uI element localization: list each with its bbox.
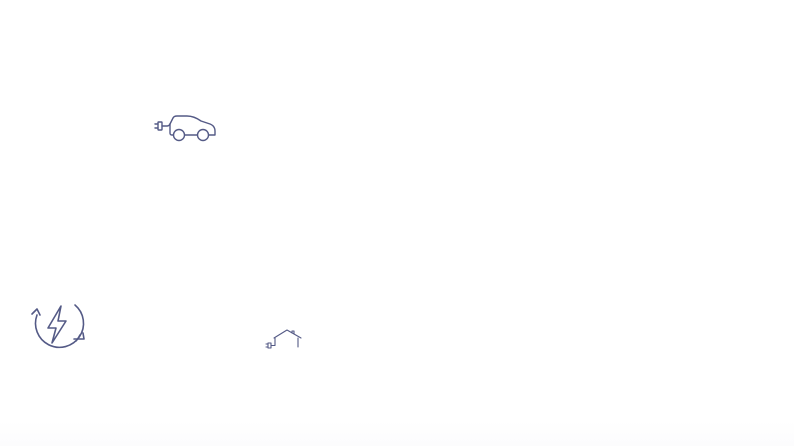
home-charging-plug-icon [265,327,305,351]
electric-car-plug-icon [154,113,218,143]
renewable-energy-cycle-icon [28,297,88,353]
